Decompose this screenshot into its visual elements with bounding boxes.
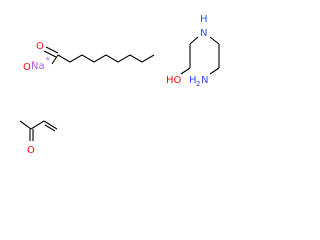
carboxylate-oxygen-label: O: [23, 62, 31, 73]
c-nh2-bond: [209, 67, 220, 75]
sodium-charge-label: +: [45, 55, 51, 63]
chemical-structure-diagram: O O - Na + H N HO H 2 N O: [19, 14, 220, 156]
n-c-bond-2: [209, 36, 220, 45]
carbonyl-vinyl-bond: [30, 120, 45, 130]
carbonyl-oxygen-label: O: [36, 41, 44, 52]
oh-c-bond: [180, 67, 191, 75]
vinyl-double-bond-a: [43, 120, 58, 130]
primary-amine-n-label: N: [201, 75, 208, 86]
primary-amine-h-label: H: [189, 75, 197, 86]
sodium-heptanoate: [43, 46, 155, 65]
carboxylate-charge-label: -: [32, 58, 35, 66]
carboxyl-double-bond-a: [45, 46, 59, 54]
vinyl-double-bond-b: [44, 124, 56, 132]
methyl-vinyl-ketone: [19, 120, 58, 141]
carboxyl-double-bond-b: [43, 50, 57, 58]
c-n-bond-1: [189, 36, 199, 45]
sodium-label: Na: [31, 61, 45, 72]
heptanoate-chain: [57, 54, 155, 63]
carboxyl-single-bond: [51, 54, 59, 65]
ketone-oxygen-label: O: [27, 145, 35, 156]
amine-nitrogen-label: N: [200, 28, 207, 39]
primary-amine-subscript-label: 2: [196, 80, 200, 88]
aminoethylaminoethanol: [180, 36, 220, 75]
hydroxyl-label: HO: [166, 75, 182, 86]
methyl-carbonyl-bond: [19, 120, 32, 130]
amine-hydrogen-label: H: [200, 14, 208, 25]
